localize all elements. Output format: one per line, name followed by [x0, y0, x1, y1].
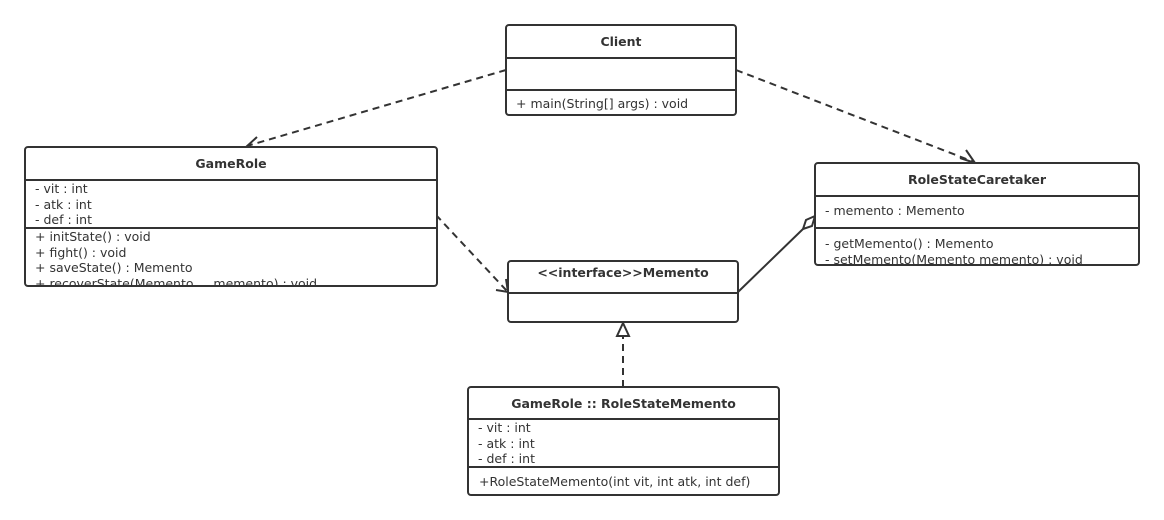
methods-section: + main(String[] args) : void	[507, 89, 735, 114]
attribute: - atk : int	[478, 435, 535, 451]
interface-memento[interactable]: <<interface>>Memento	[507, 260, 739, 323]
class-rolestatecaretaker[interactable]: RoleStateCaretaker - memento : Memento -…	[814, 162, 1140, 266]
method: + saveState() : Memento	[35, 260, 193, 275]
class-rolestatememento[interactable]: GameRole :: RoleStateMemento - vit : int…	[467, 386, 780, 496]
class-gamerole[interactable]: GameRole - vit : int - atk : int - def :…	[24, 146, 438, 287]
attributes-section: - vit : int - atk : int - def : int	[26, 181, 436, 227]
attributes-section: - memento : Memento	[816, 197, 1138, 227]
attributes-section: - vit : int - atk : int - def : int	[469, 420, 778, 466]
methods-section: - getMemento() : Memento - setMemento(Me…	[816, 227, 1138, 264]
method: + main(String[] args) : void	[516, 96, 689, 111]
methods-section: + initState() : void + fight() : void + …	[26, 227, 436, 285]
triangle-icon	[615, 320, 631, 337]
dependency-gamerole-memento	[435, 214, 508, 292]
attribute: - def : int	[35, 212, 92, 227]
class-name: Client	[507, 26, 735, 59]
attributes-section	[507, 59, 735, 89]
attribute: - memento : Memento	[825, 203, 965, 218]
attribute: - atk : int	[35, 196, 92, 212]
methods-section: +RoleStateMemento(int vit, int atk, int …	[469, 466, 778, 494]
dependency-client-gamerole	[246, 69, 507, 147]
method: - getMemento() : Memento	[825, 236, 994, 251]
method: + initState() : void	[35, 229, 151, 244]
class-name: RoleStateCaretaker	[816, 164, 1138, 197]
members-section	[509, 294, 737, 321]
method: + fight() : void	[35, 244, 127, 260]
dependency-client-caretaker	[735, 69, 975, 163]
class-name: GameRole :: RoleStateMemento	[469, 388, 778, 420]
class-name: <<interface>>Memento	[509, 262, 737, 294]
method: + recoverState(Memento memento) : void	[35, 275, 318, 286]
attribute: - vit : int	[35, 181, 88, 196]
diamond-icon	[801, 214, 817, 231]
aggregation-caretaker-memento	[737, 228, 804, 293]
class-client[interactable]: Client + main(String[] args) : void	[505, 24, 737, 116]
method: +RoleStateMemento(int vit, int atk, int …	[479, 474, 751, 489]
class-name: GameRole	[26, 148, 436, 181]
method: - setMemento(Memento memento) : void	[825, 251, 1083, 265]
attribute: - def : int	[478, 451, 535, 466]
attribute: - vit : int	[478, 420, 531, 435]
